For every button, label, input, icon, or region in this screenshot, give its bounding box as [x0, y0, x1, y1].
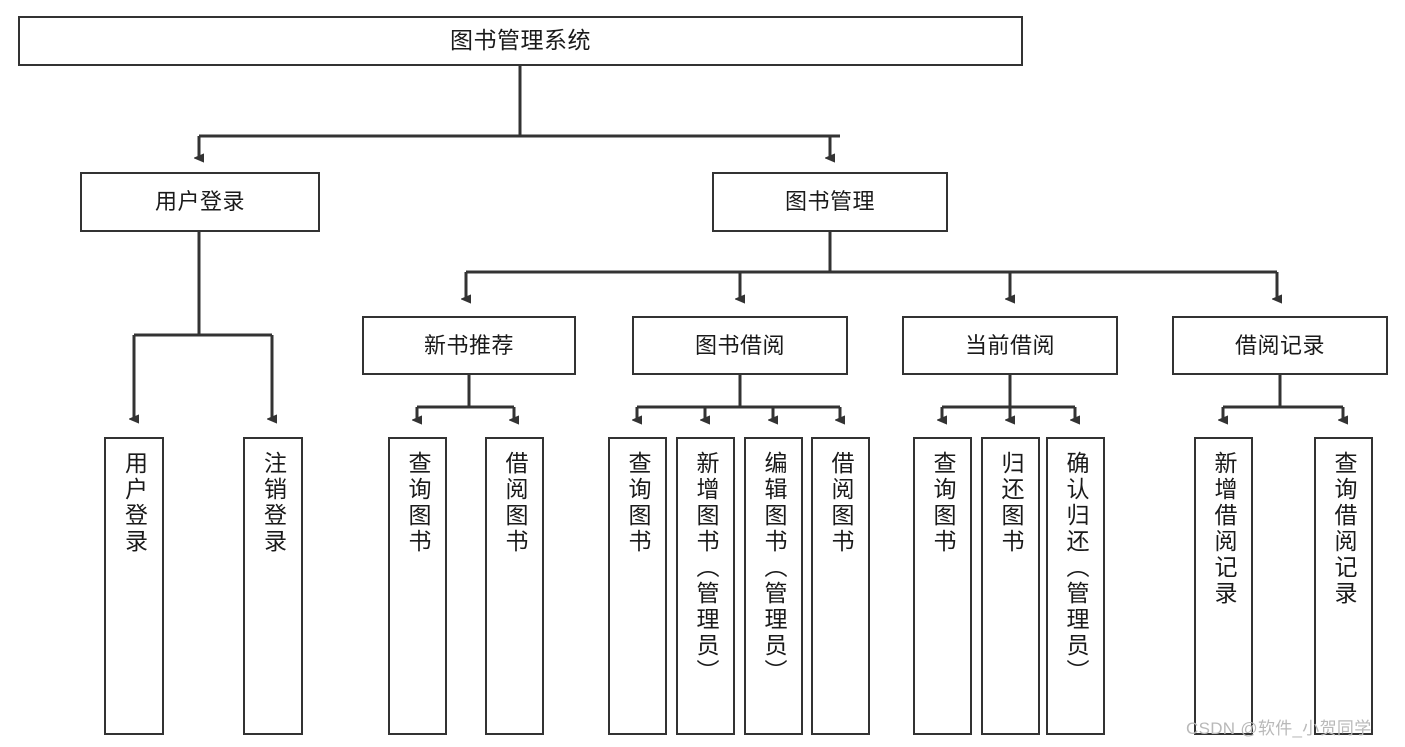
node-label: 注销登录 — [260, 451, 287, 555]
leaf-current-return-book[interactable]: 归还图书 — [981, 437, 1040, 735]
node-user-login[interactable]: 用户登录 — [80, 172, 320, 232]
node-new-book-recommend[interactable]: 新书推荐 — [362, 316, 576, 375]
leaf-borrow-edit-book-admin[interactable]: 编辑图书（管理员） — [744, 437, 803, 735]
node-label: 查询图书 — [405, 451, 431, 555]
node-label: 新书推荐 — [423, 332, 514, 358]
node-label: 图书管理 — [784, 189, 875, 215]
node-label: 图书管理系统 — [450, 27, 591, 54]
node-book-borrow[interactable]: 图书借阅 — [632, 316, 848, 375]
node-borrow-records[interactable]: 借阅记录 — [1172, 316, 1388, 375]
node-label: 用户登录 — [154, 189, 245, 215]
node-label: 新增借阅记录 — [1211, 451, 1237, 607]
node-label: 查询图书 — [625, 451, 651, 555]
node-book-management[interactable]: 图书管理 — [712, 172, 948, 232]
leaf-records-query-record[interactable]: 查询借阅记录 — [1314, 437, 1373, 735]
leaf-borrow-borrow-book[interactable]: 借阅图书 — [811, 437, 870, 735]
node-label: 查询图书 — [930, 451, 956, 555]
node-label: 图书借阅 — [694, 332, 785, 358]
node-label: 借阅图书 — [828, 451, 854, 555]
node-current-borrow[interactable]: 当前借阅 — [902, 316, 1118, 375]
node-label: 查询借阅记录 — [1331, 451, 1357, 607]
leaf-records-add-record[interactable]: 新增借阅记录 — [1194, 437, 1253, 735]
leaf-user-logout[interactable]: 注销登录 — [243, 437, 303, 735]
node-label: 编辑图书（管理员） — [761, 451, 787, 685]
watermark-text: CSDN @软件_小贺同学 — [1186, 719, 1372, 738]
node-label: 借阅记录 — [1234, 332, 1325, 358]
node-label: 当前借阅 — [964, 332, 1055, 358]
node-label: 用户登录 — [121, 451, 148, 555]
leaf-borrow-query-book[interactable]: 查询图书 — [608, 437, 667, 735]
node-label: 新增图书（管理员） — [693, 451, 719, 685]
leaf-new-book-borrow[interactable]: 借阅图书 — [485, 437, 544, 735]
node-label: 确认归还（管理员） — [1063, 451, 1089, 685]
leaf-current-query-book[interactable]: 查询图书 — [913, 437, 972, 735]
leaf-current-confirm-return-admin[interactable]: 确认归还（管理员） — [1046, 437, 1105, 735]
leaf-user-login[interactable]: 用户登录 — [104, 437, 164, 735]
node-root-system[interactable]: 图书管理系统 — [18, 16, 1023, 66]
leaf-borrow-add-book-admin[interactable]: 新增图书（管理员） — [676, 437, 735, 735]
node-label: 归还图书 — [998, 451, 1024, 555]
leaf-new-book-query[interactable]: 查询图书 — [388, 437, 447, 735]
node-label: 借阅图书 — [502, 451, 528, 555]
